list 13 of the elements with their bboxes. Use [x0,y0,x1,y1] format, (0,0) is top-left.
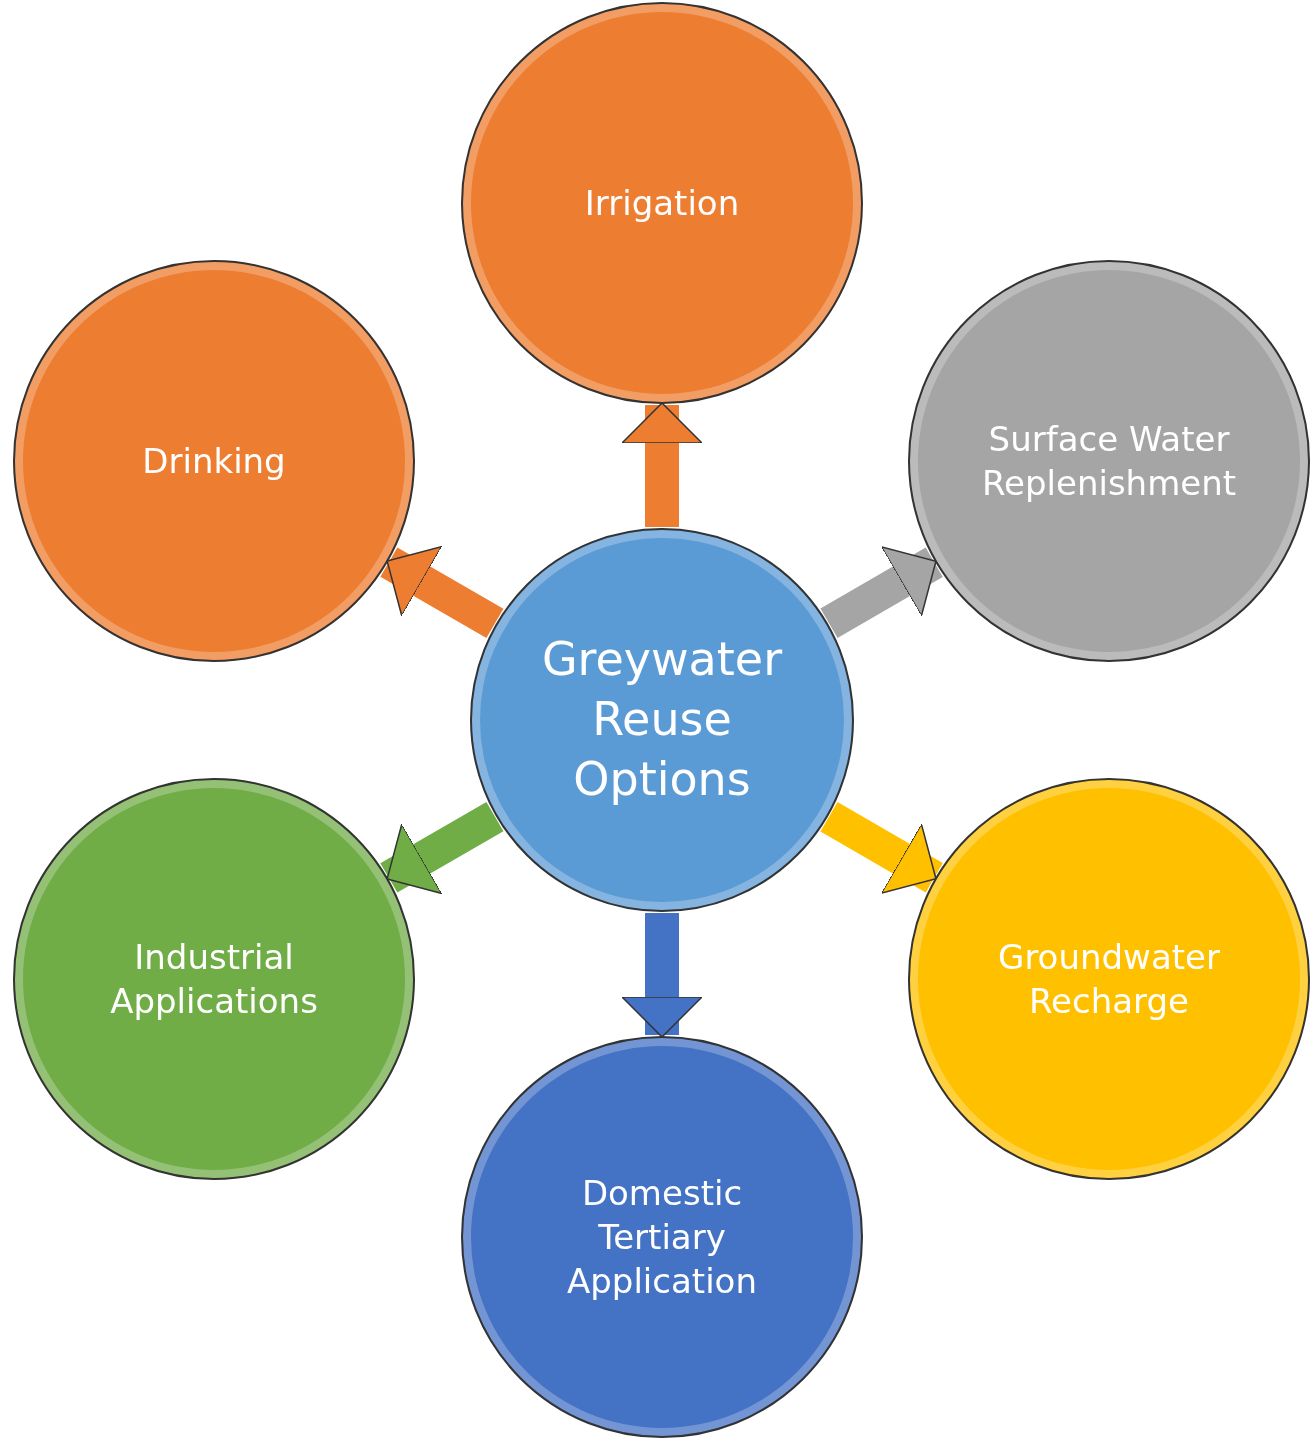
block-arrow [621,402,703,527]
block-arrow [380,801,504,895]
block-arrow [820,545,943,638]
node-label: Drinking [142,439,286,483]
node-label: Surface Water Replenishment [980,417,1238,505]
block-arrow [621,913,703,1038]
node-label: Groundwater Recharge [997,935,1221,1023]
block-arrow [820,802,943,895]
block-arrow [380,545,504,639]
node-label: Greywater Reuse Options [540,631,784,808]
node-label: Irrigation [584,181,740,225]
node-label: Domestic Tertiary Application [566,1171,758,1304]
node-label: Industrial Applications [109,935,319,1023]
